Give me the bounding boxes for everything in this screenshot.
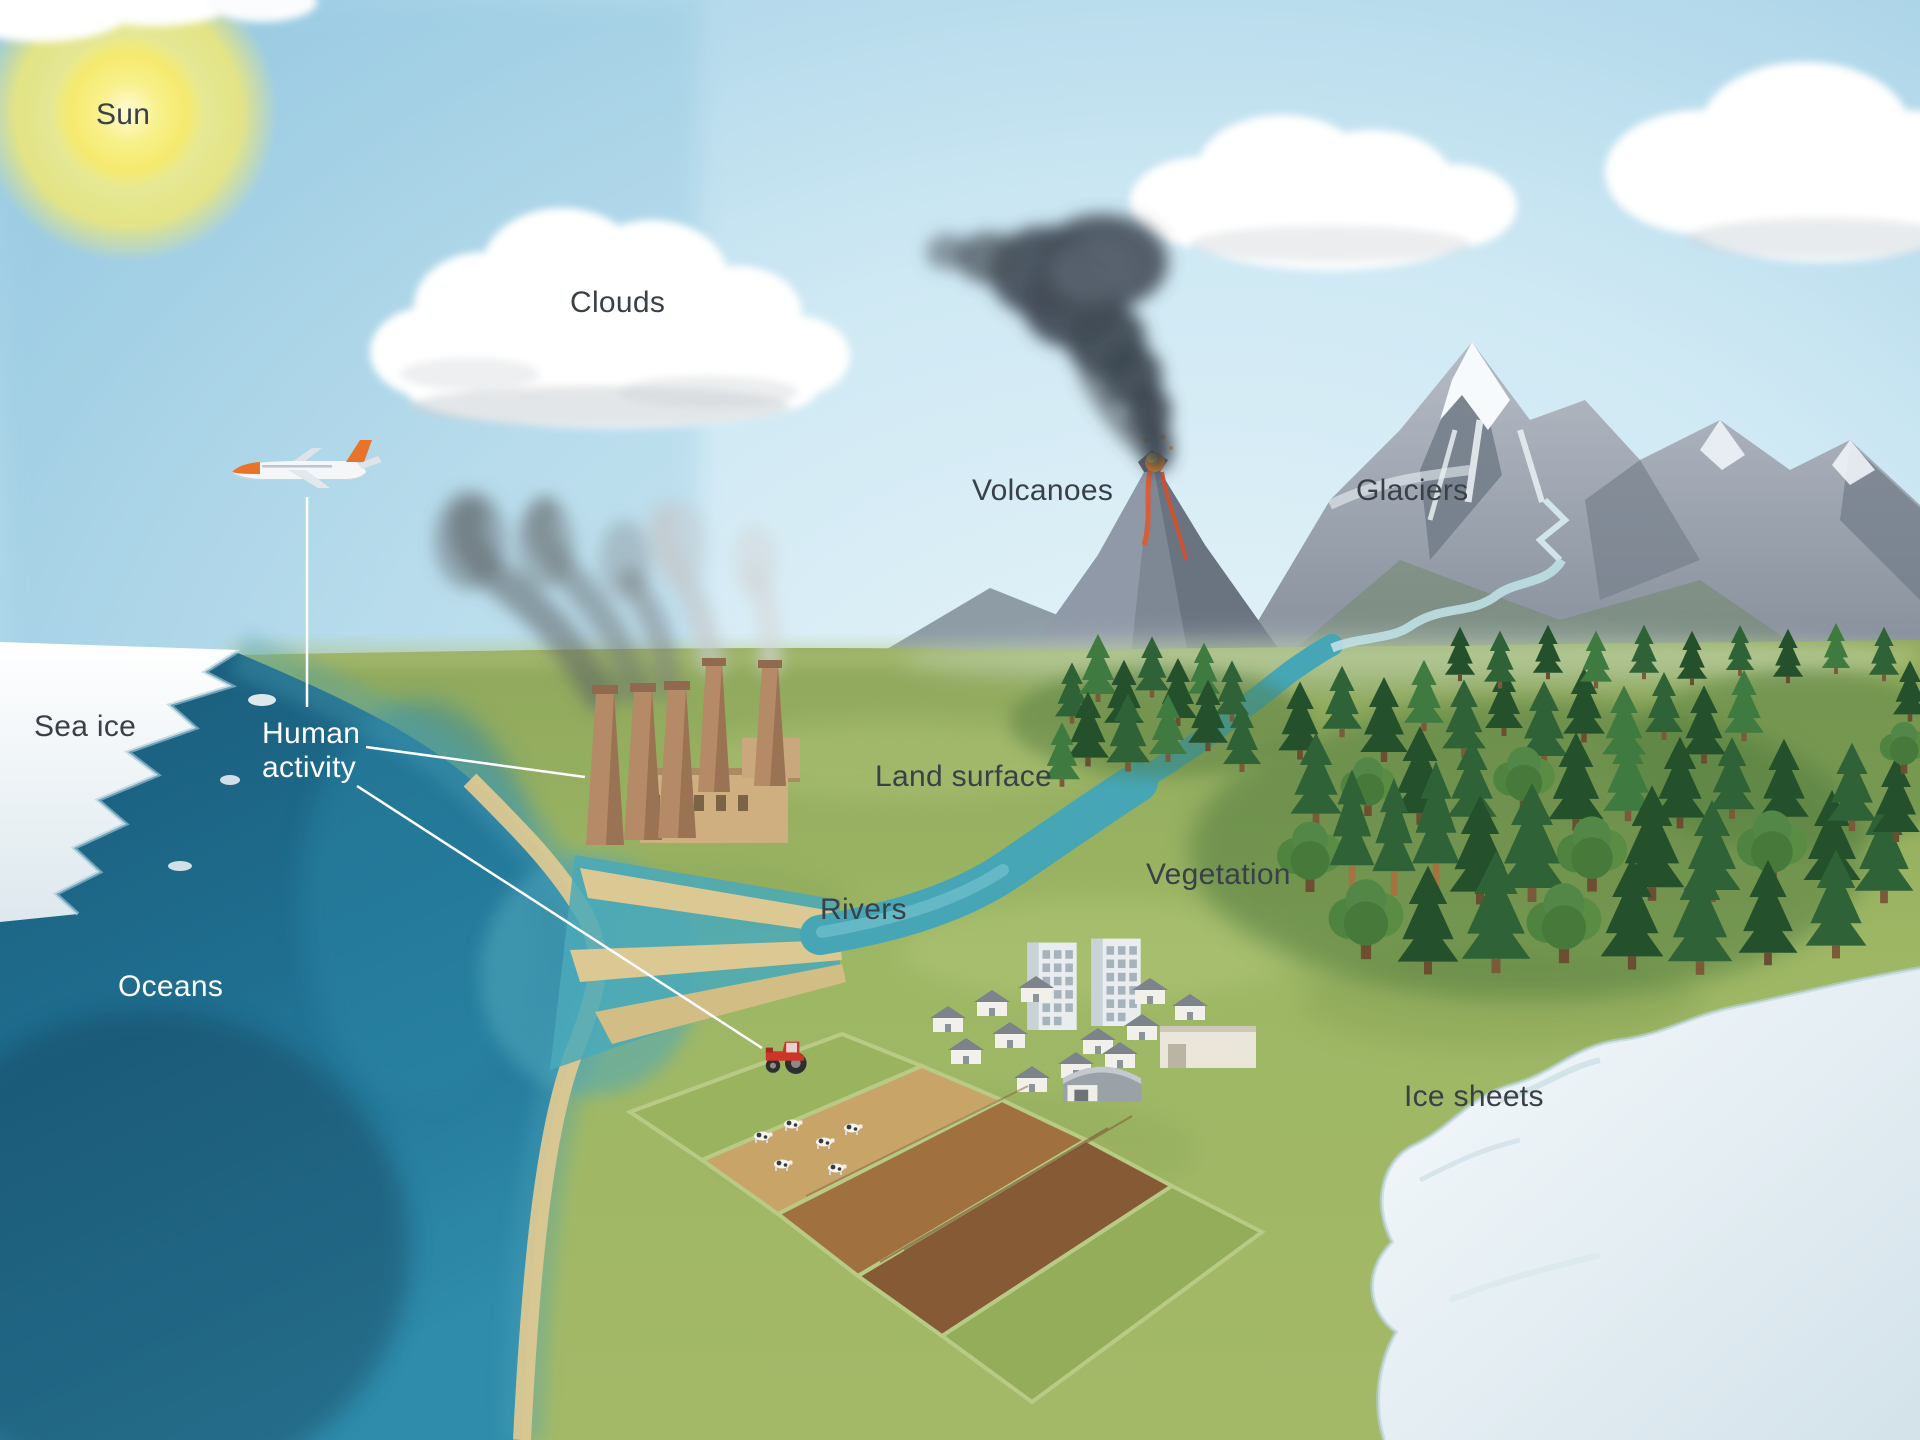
label-rivers: Rivers: [820, 893, 907, 926]
vegetation-forest: [1010, 623, 1920, 1000]
label-human-activity: Human activity: [262, 717, 361, 784]
factory-smoke: [434, 490, 781, 712]
volcano-smoke: [926, 214, 1173, 472]
factory-icon: [586, 658, 800, 845]
airplane-icon: [232, 440, 382, 488]
ice-sheet: [1370, 966, 1920, 1440]
glacier-snow: [1327, 342, 1875, 521]
label-oceans: Oceans: [118, 970, 224, 1003]
label-glaciers: Glaciers: [1356, 474, 1469, 507]
sea-ice: [0, 642, 276, 922]
cloud-top-left-icon: [0, 0, 317, 42]
cloud-main-icon: [370, 208, 850, 428]
label-sun: Sun: [96, 98, 151, 131]
label-volcanoes: Volcanoes: [972, 474, 1114, 507]
river-delta: [463, 773, 846, 1440]
human-activity-callout-lines: [305, 497, 763, 1050]
label-land-surface: Land surface: [875, 760, 1053, 793]
sun-icon: [0, 0, 278, 262]
cloud-top-right-icon: [1130, 115, 1517, 270]
label-ice-sheets: Ice sheets: [1404, 1080, 1544, 1113]
cloud-far-right-icon: [1605, 62, 1920, 262]
label-sea-ice: Sea ice: [34, 710, 137, 743]
farm-fields: [625, 1031, 1266, 1405]
label-vegetation: Vegetation: [1146, 858, 1291, 891]
label-clouds: Clouds: [570, 286, 666, 319]
